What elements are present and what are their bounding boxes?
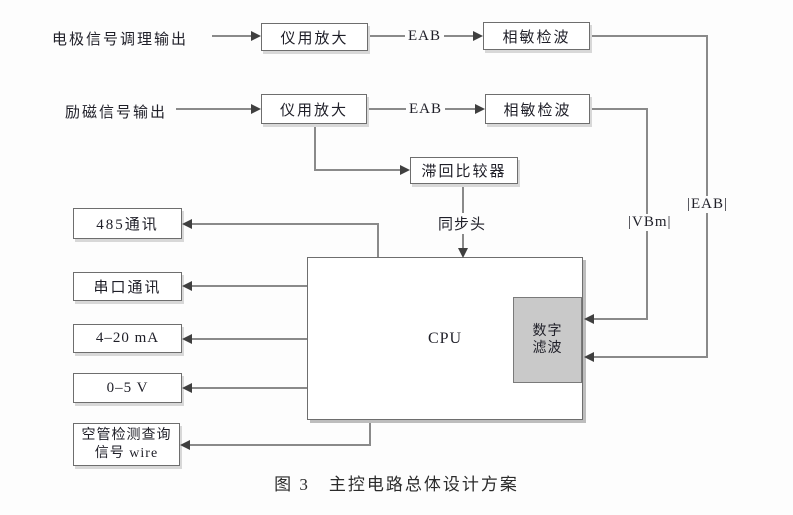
phase-detector-1-box: 相敏检波 [483,22,590,50]
voltage-out-box: 0–5 V [73,373,182,403]
wire-cpu-up-485 [377,224,379,257]
wire-label-eab-abs: |EAB| [684,196,732,213]
arrowhead-sync-into-cpu [458,248,468,258]
wire-excitation-to-amp2 [176,108,254,110]
figure-caption: 图 3 主控电路总体设计方案 [274,475,519,494]
wire-electrode-to-amp1 [212,35,254,37]
digital-filter-label-line2: 滤波 [532,341,563,356]
comm-485-box: 485通讯 [73,208,182,239]
cpu-label: CPU [427,329,463,347]
arrowhead-into-psd1 [473,31,483,41]
wire-psd1-right [590,35,708,37]
empty-pipe-box: 空管检测查询 信号 wire [73,423,180,466]
wire-amp2-down [314,124,316,171]
arrowhead-into-empty-pipe [180,440,190,450]
empty-pipe-label-line2: 信号 wire [94,445,159,461]
wire-to-current-loop [190,338,307,340]
wire-to-empty-pipe [188,444,371,446]
wire-cpu-down-empty-pipe [369,420,371,445]
arrowhead-into-psd2 [475,104,485,114]
inst-amp-2-box: 仪用放大 [261,94,367,124]
wire-eab-abs-into-filter [592,356,708,358]
wire-label-vbm-abs: |VBm| [625,214,675,231]
empty-pipe-label-line1: 空管检测查询 [81,428,172,443]
arrowhead-into-485 [182,219,192,229]
arrowhead-into-amp2 [251,104,261,114]
wire-to-serial [190,285,307,287]
wire-label-sync-head: 同步头 [435,213,490,234]
wire-into-hysteresis [314,169,403,171]
current-loop-box: 4–20 mA [73,324,182,353]
arrowhead-into-serial [182,281,192,291]
wire-label-eab-2: EAB [406,101,445,118]
arrowhead-into-voltage-out [182,383,192,393]
digital-filter-label-line1: 数字 [532,323,563,339]
arrowhead-into-hysteresis [400,165,410,175]
wire-to-485 [190,223,379,225]
arrowhead-eab-into-filter [584,352,594,362]
electrode-signal-label: 电极信号调理输出 [52,32,189,48]
wire-psd2-right [590,108,648,110]
serial-comm-box: 串口通讯 [73,272,182,301]
arrowhead-vbm-into-filter [584,314,594,324]
hysteresis-comparator-box: 滞回比较器 [410,157,518,184]
arrowhead-into-amp1 [251,31,261,41]
wire-to-voltage-out [190,387,307,389]
wire-vbm-abs-into-filter [592,318,648,320]
excitation-signal-label: 励磁信号输出 [65,105,168,121]
inst-amp-1-box: 仪用放大 [261,23,368,51]
digital-filter-box: 数字 滤波 [513,297,582,383]
arrowhead-into-current-loop [182,334,192,344]
phase-detector-2-box: 相敏检波 [485,94,590,124]
wire-label-eab-1: EAB [405,28,444,45]
